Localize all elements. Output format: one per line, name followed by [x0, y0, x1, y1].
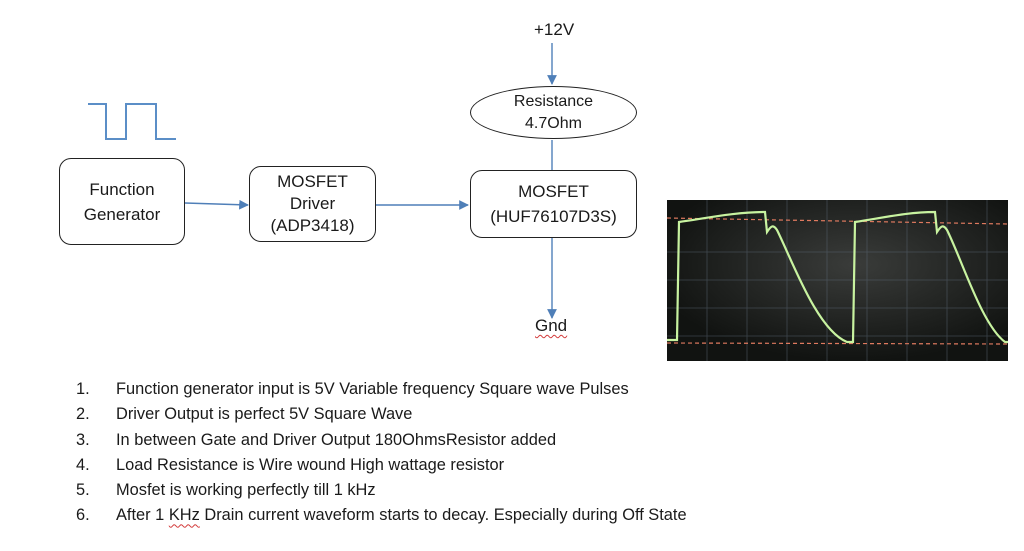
- resistor-label-line1: Resistance: [513, 92, 594, 110]
- notes-list: 1.Function generator input is 5V Variabl…: [76, 377, 687, 529]
- mosfet-block: MOSFET (HUF76107D3S): [470, 170, 637, 238]
- load-resistor-block: Resistance 4.7Ohm: [470, 86, 637, 139]
- note-item: 6.After 1 KHz Drain current waveform sta…: [76, 506, 687, 525]
- ground-label: Gnd: [535, 316, 568, 335]
- note-item: 2.Driver Output is perfect 5V Square Wav…: [76, 405, 413, 424]
- square-wave-icon: [88, 103, 176, 140]
- function-generator-label-line2: Generator: [83, 204, 161, 224]
- note-item: 1.Function generator input is 5V Variabl…: [76, 380, 629, 398]
- note-item: 5.Mosfet is working perfectly till 1 kHz: [76, 481, 376, 500]
- driver-label-line3: (ADP3418): [270, 216, 355, 235]
- generator-to-driver-arrow: [184, 199, 249, 210]
- scope-upper-marker: [667, 217, 1008, 225]
- mosfet-driver-block: MOSFET Driver (ADP3418): [249, 166, 376, 242]
- supply-label: +12V: [534, 20, 575, 39]
- note-item: 3.In between Gate and Driver Output 180O…: [76, 430, 557, 449]
- scope-lower-marker: [667, 342, 1008, 345]
- scope-trace: [667, 210, 1008, 344]
- oscilloscope-photo: [667, 200, 1008, 361]
- driver-label-line2: Driver: [289, 194, 336, 213]
- function-generator-label-line1: Function: [89, 179, 155, 199]
- mosfet-label-line1: MOSFET: [518, 182, 589, 201]
- note-item: 4.Load Resistance is Wire wound High wat…: [76, 455, 505, 474]
- driver-label-line1: MOSFET: [277, 172, 348, 191]
- scope-screen: [667, 200, 1008, 361]
- mosfet-label-line2: (HUF76107D3S): [490, 207, 617, 226]
- function-generator-block: Function Generator: [59, 158, 185, 245]
- resistor-label-line2: 4.7Ohm: [525, 114, 582, 132]
